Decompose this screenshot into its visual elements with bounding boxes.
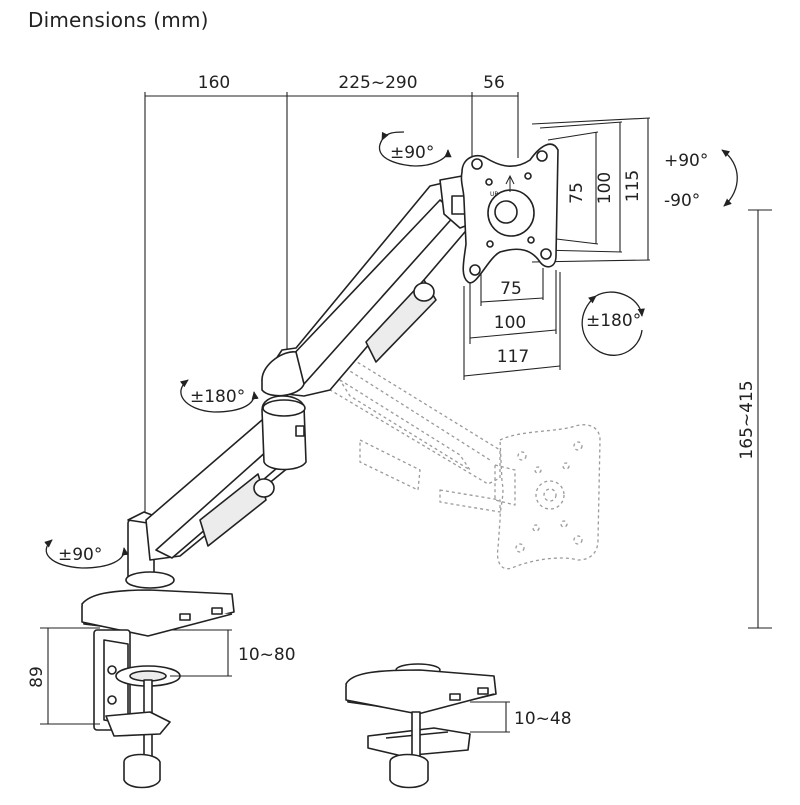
dim-height-range: 165~415 <box>737 380 757 459</box>
dim-vesa-small-h: 75 <box>567 182 587 204</box>
dim-arm-base-reach: 160 <box>198 73 230 93</box>
base-height-dimension <box>40 627 232 725</box>
dim-vesa-mid-h: 100 <box>595 172 615 204</box>
rot-tilt-up: +90° <box>664 151 708 171</box>
elbow-swivel-indicator <box>179 379 259 413</box>
desk-clamp <box>81 571 235 789</box>
dim-vesa-small-w: 75 <box>500 279 522 299</box>
head-swivel-indicator <box>378 131 452 167</box>
lower-arm <box>145 419 301 561</box>
vesa-height-dimensions <box>531 117 651 263</box>
dim-base-height: 89 <box>27 666 47 688</box>
dim-clamp-range: 10~80 <box>238 645 296 665</box>
diagram-title: Dimensions (mm) <box>28 8 209 32</box>
plate-up-mark: UP <box>490 191 498 198</box>
vesa-plate: UP <box>460 143 559 284</box>
dim-grommet-range: 10~48 <box>514 709 572 729</box>
top-dimension-lines <box>144 92 519 520</box>
rot-base-swivel: ±90° <box>58 545 102 565</box>
grommet-range-dimension <box>470 701 510 733</box>
tilt-indicator <box>721 149 738 207</box>
rot-tilt-down: -90° <box>664 191 700 211</box>
rot-screen-rotate: ±180° <box>586 311 641 331</box>
dim-vesa-outer-h: 115 <box>623 170 643 202</box>
dim-vesa-mid-w: 100 <box>494 313 526 333</box>
screen-rotate-indicator <box>581 291 645 356</box>
elbow-joint <box>261 395 307 471</box>
dim-vesa-outer-w: 117 <box>497 347 529 367</box>
vesa-width-dimensions <box>463 268 561 380</box>
base-swivel-indicator <box>44 539 129 569</box>
dim-head-depth: 56 <box>483 73 505 93</box>
height-range-dimension <box>748 209 772 629</box>
grommet-mount <box>345 663 497 789</box>
dim-arm-extension: 225~290 <box>338 73 417 93</box>
rot-elbow-swivel: ±180° <box>190 387 245 407</box>
rot-head-swivel: ±90° <box>390 143 434 163</box>
upper-arm <box>261 179 471 397</box>
